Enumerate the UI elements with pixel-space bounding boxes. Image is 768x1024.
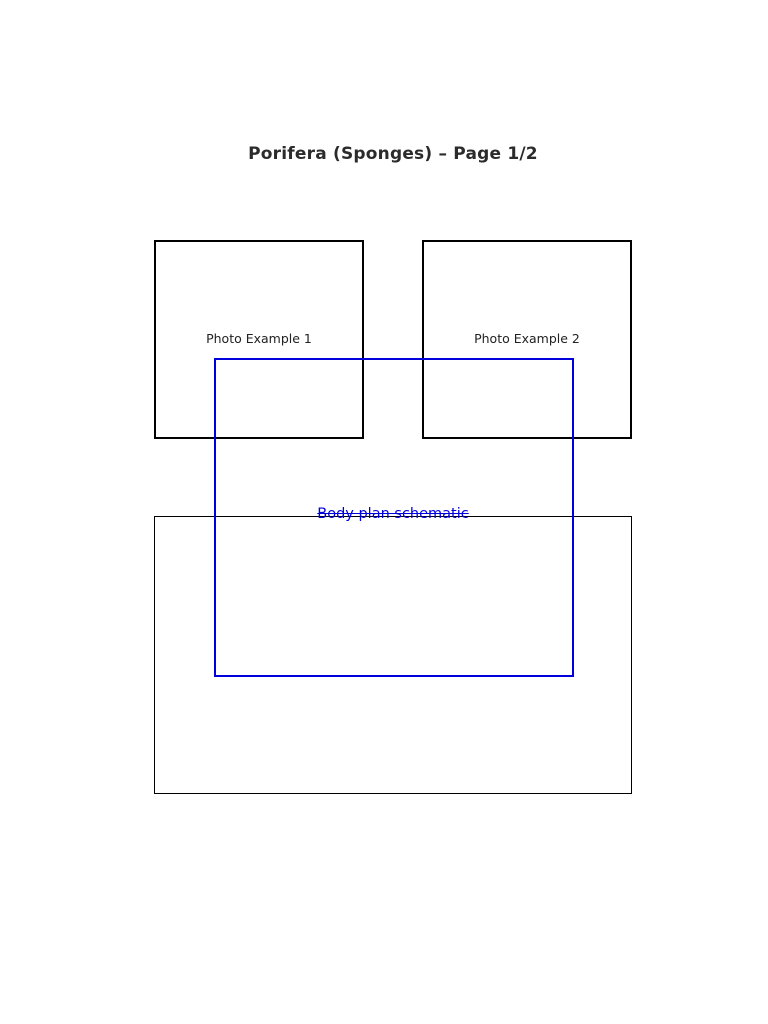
- photo-label-2: Photo Example 2: [474, 331, 580, 346]
- photo-placeholder-1: Photo Example 1: [154, 240, 364, 439]
- schematic-frame: [154, 516, 632, 794]
- schematic-overlay-box: [214, 358, 574, 677]
- photo-label-1: Photo Example 1: [206, 331, 312, 346]
- page-title: Porifera (Sponges) – Page 1/2: [248, 144, 538, 164]
- photo-placeholder-2: Photo Example 2: [422, 240, 632, 439]
- schematic-label: Body plan schematic: [317, 506, 469, 522]
